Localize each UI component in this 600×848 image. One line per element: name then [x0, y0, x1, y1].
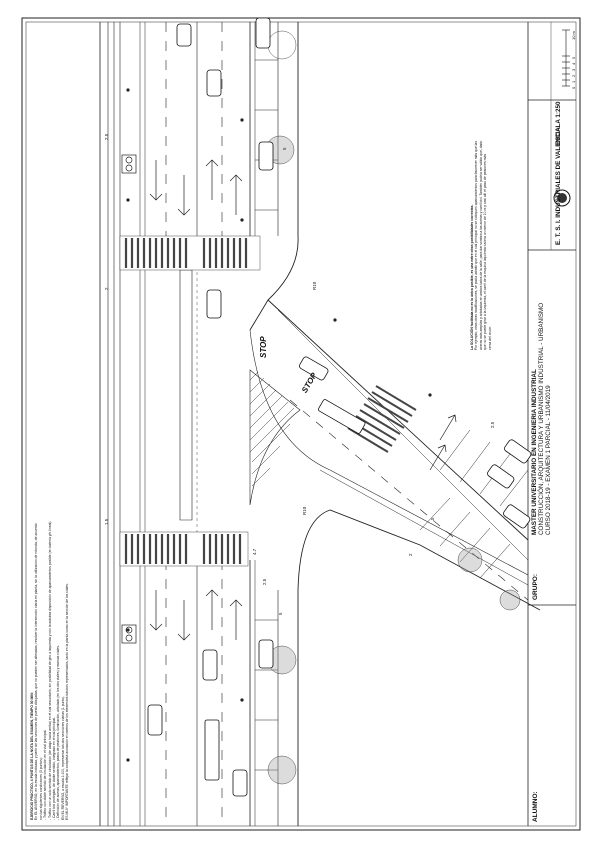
dimension-label: 2	[104, 287, 109, 290]
parking-bays-diagonal	[419, 429, 529, 579]
street-lamps	[126, 88, 432, 792]
dimension-label: 5	[278, 612, 283, 615]
hatched-island	[249, 369, 301, 506]
inner-frame	[25, 21, 577, 827]
radius-label-bottom: R10	[302, 506, 307, 515]
diagonal-cars	[299, 356, 532, 529]
scale-tick-label: 3	[571, 68, 576, 71]
scale-tick-label: 4	[571, 62, 576, 65]
bike-lane-symbol-bottom	[121, 624, 137, 644]
course-info: MASTER UNIVERSITARIO EN INGENIERIA INDUS…	[531, 303, 552, 535]
title-block-text: ALUMNO:	[532, 791, 539, 822]
parking-bays-right	[255, 59, 278, 771]
grupo-block: GRUPO:	[532, 574, 539, 600]
scale-tick-label: 1	[571, 80, 576, 83]
crosswalk-top-stripes	[124, 238, 248, 268]
alumno-label: ALUMNO:	[532, 791, 539, 822]
outer-frame	[21, 17, 581, 831]
main-street	[107, 22, 299, 826]
bike-lane-symbol-top	[121, 154, 137, 174]
dimension-label: 2.5	[104, 133, 109, 140]
exercise-line: ES MUY IMPORTANTE reflejar la completa a…	[65, 583, 70, 820]
scale-tick-label: 5	[571, 56, 576, 59]
stop-marking-1: STOP	[259, 336, 268, 358]
scale-tick-label: 10 m	[571, 31, 576, 40]
solution-note: La SOLUCIÓN facilitada no es la única po…	[470, 50, 492, 350]
lane-markings	[165, 22, 223, 826]
crosswalk-diagonal	[347, 385, 417, 453]
scale-bar	[562, 29, 570, 87]
scale-tick-label: 0	[571, 86, 576, 89]
solution-note-line: cerca del cruce.	[487, 326, 492, 350]
scale-title: ESCALA 1:250	[555, 101, 562, 145]
dimension-label: 1.5	[104, 518, 109, 525]
lane-arrows	[149, 159, 457, 641]
dimension-label: 5	[282, 147, 287, 150]
grupo-label: GRUPO:	[532, 574, 539, 600]
scale-tick-label: 2	[571, 74, 576, 77]
master-title: MASTER UNIVERSITARIO EN INGENIERIA INDUS…	[531, 369, 538, 535]
median-island	[179, 269, 193, 521]
dimension-label: 2.5	[262, 578, 267, 585]
dimension-label: 2.5	[490, 421, 495, 428]
crosswalk-bottom	[119, 531, 249, 567]
exercise-text: EJERCICIO PRÁCTICO, 4 PUNTOS DE LA NOTA …	[30, 30, 70, 820]
dimension-label: 4.7	[252, 548, 257, 555]
subject-title: CONSTRUCCIÓN, ARQUITECTURA Y URBANISMO I…	[538, 302, 545, 535]
parked-cars	[147, 17, 274, 797]
dimension-label: 5	[430, 517, 435, 520]
crosswalk-bottom-stripes	[124, 534, 242, 564]
dimension-label: 2	[408, 553, 413, 556]
title-block-grid	[527, 22, 576, 826]
secondary-street	[249, 235, 541, 611]
course-title: CURSO 2018-19 - EXAMEN 1 PARCIAL - 11/04…	[545, 385, 552, 535]
radius-label-top: R10	[312, 281, 317, 290]
school-seal	[553, 189, 571, 207]
